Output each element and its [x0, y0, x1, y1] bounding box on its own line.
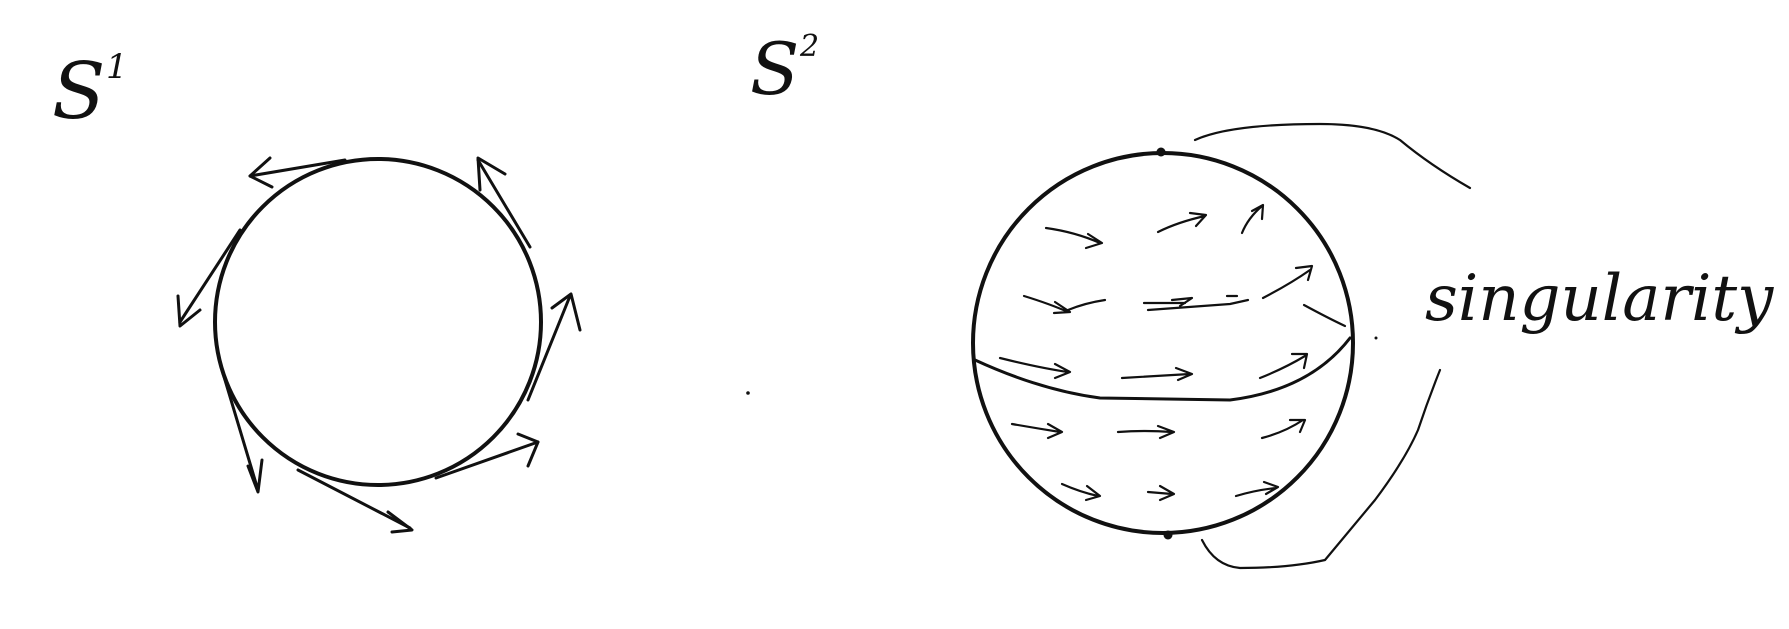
s1-tangent-arrow — [220, 368, 260, 492]
s2-vector-arrow — [1146, 484, 1176, 502]
s2-vector-arrow — [1240, 203, 1265, 235]
singularity-callout-top — [1193, 122, 1472, 190]
s1-tangent-arrow — [296, 468, 412, 530]
s2-north-pole-singularity — [1156, 147, 1166, 157]
s1-tangent-arrow — [476, 158, 532, 249]
s2-vector-arrow — [1022, 294, 1072, 315]
s1-tangent-arrow — [248, 158, 347, 178]
s2-vector-arrow — [1060, 482, 1102, 502]
s2-panel: S 2 — [750, 27, 1774, 570]
s1-tangent-arrow — [178, 228, 242, 324]
s2-vector-arrow — [1142, 298, 1250, 312]
s1-tangent-arrow — [526, 294, 572, 402]
s2-title: S — [750, 27, 799, 111]
s2-vector-arrow — [1302, 303, 1347, 328]
s2-vector-arrow — [1261, 264, 1314, 300]
s2-vector-arrow — [1260, 418, 1307, 440]
s2-vector-arrow — [1044, 226, 1104, 250]
s1-arrowhead — [386, 510, 414, 534]
s1-arrowhead — [246, 458, 264, 494]
stray-dot — [746, 391, 750, 395]
s1-title: S — [52, 47, 105, 137]
s2-south-pole-singularity — [1163, 530, 1173, 540]
s2-superscript: 2 — [799, 29, 819, 64]
s1-circle — [213, 157, 543, 487]
s2-vector-arrow — [1116, 424, 1176, 440]
singularity-label: singularity — [1425, 262, 1774, 336]
s2-vector-field — [998, 203, 1347, 502]
s2-vector-arrow — [1170, 294, 1239, 308]
s2-vector-arrow — [1010, 422, 1064, 440]
s1-panel: S 1 — [52, 47, 582, 534]
s1-arrowhead — [516, 432, 540, 468]
s1-arrowhead — [476, 156, 507, 192]
s1-tangent-vectors — [176, 156, 582, 534]
s1-arrowhead — [176, 294, 202, 328]
s2-vector-arrow — [1258, 352, 1309, 380]
s2-vector-arrow — [1066, 298, 1107, 312]
s2-sphere — [971, 151, 1355, 535]
s2-vector-arrow — [1120, 366, 1194, 382]
singularity-callout-bottom — [1200, 368, 1442, 570]
s2-equator — [973, 336, 1352, 402]
s2-vector-arrow — [998, 356, 1072, 380]
s2-vector-arrow — [1156, 211, 1208, 234]
s1-tangent-arrow — [434, 440, 540, 480]
s1-arrowhead — [550, 292, 582, 332]
s1-superscript: 1 — [106, 47, 128, 87]
s2-stray-dot — [1374, 336, 1378, 340]
s2-vector-arrow — [1234, 480, 1280, 498]
s1-arrowhead — [248, 156, 274, 189]
